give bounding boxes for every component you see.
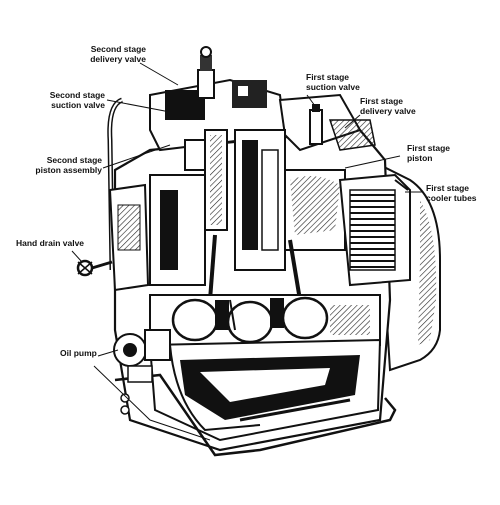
leader-hand-drain (71, 250, 83, 263)
leader-second-stage-delivery (139, 62, 179, 86)
rear-housing-shade (418, 200, 437, 345)
label-second-stage-delivery-valve: Second stage delivery valve (90, 44, 146, 64)
label-first-stage-delivery-valve: First stage delivery valve (360, 96, 416, 116)
connecting-rod-left (208, 234, 217, 301)
label-first-stage-piston: First stage piston (407, 143, 450, 163)
base-hole-2 (120, 405, 130, 415)
cooler-tubes (338, 173, 411, 287)
label-second-stage-suction-valve: Second stage suction valve (49, 90, 105, 110)
connecting-rod-right (288, 239, 302, 301)
hand-drain-valve-wheel (76, 259, 113, 277)
leader-lines (71, 62, 422, 441)
leader-first-stage-suction (306, 94, 319, 111)
leader-second-stage-piston (102, 144, 171, 169)
leader-oil-pump (97, 349, 119, 357)
label-second-stage-piston-assembly: Second stage piston assembly (35, 155, 102, 175)
oil-line-2 (229, 299, 236, 331)
second-stage-cylinder (149, 129, 228, 286)
leader-second-stage-suction (106, 99, 171, 113)
label-first-stage-suction-valve: First stage suction valve (306, 72, 360, 92)
oil-line (169, 344, 261, 432)
crankshaft (149, 294, 381, 346)
label-hand-drain-valve: Hand drain valve (16, 238, 85, 248)
oil-pump-body (113, 329, 171, 383)
label-oil-pump: Oil pump (60, 348, 97, 358)
leader-first-stage-piston (344, 155, 401, 169)
label-first-stage-cooler-tubes: First stage cooler tubes (426, 183, 477, 203)
base-hole-1 (120, 393, 130, 403)
sump (148, 338, 382, 442)
leader-oil-pump-bottom (93, 365, 211, 441)
first-stage-cylinder (234, 129, 346, 271)
leader-first-stage-delivery (344, 114, 361, 129)
left-side-housing (108, 183, 150, 292)
base (114, 373, 397, 457)
